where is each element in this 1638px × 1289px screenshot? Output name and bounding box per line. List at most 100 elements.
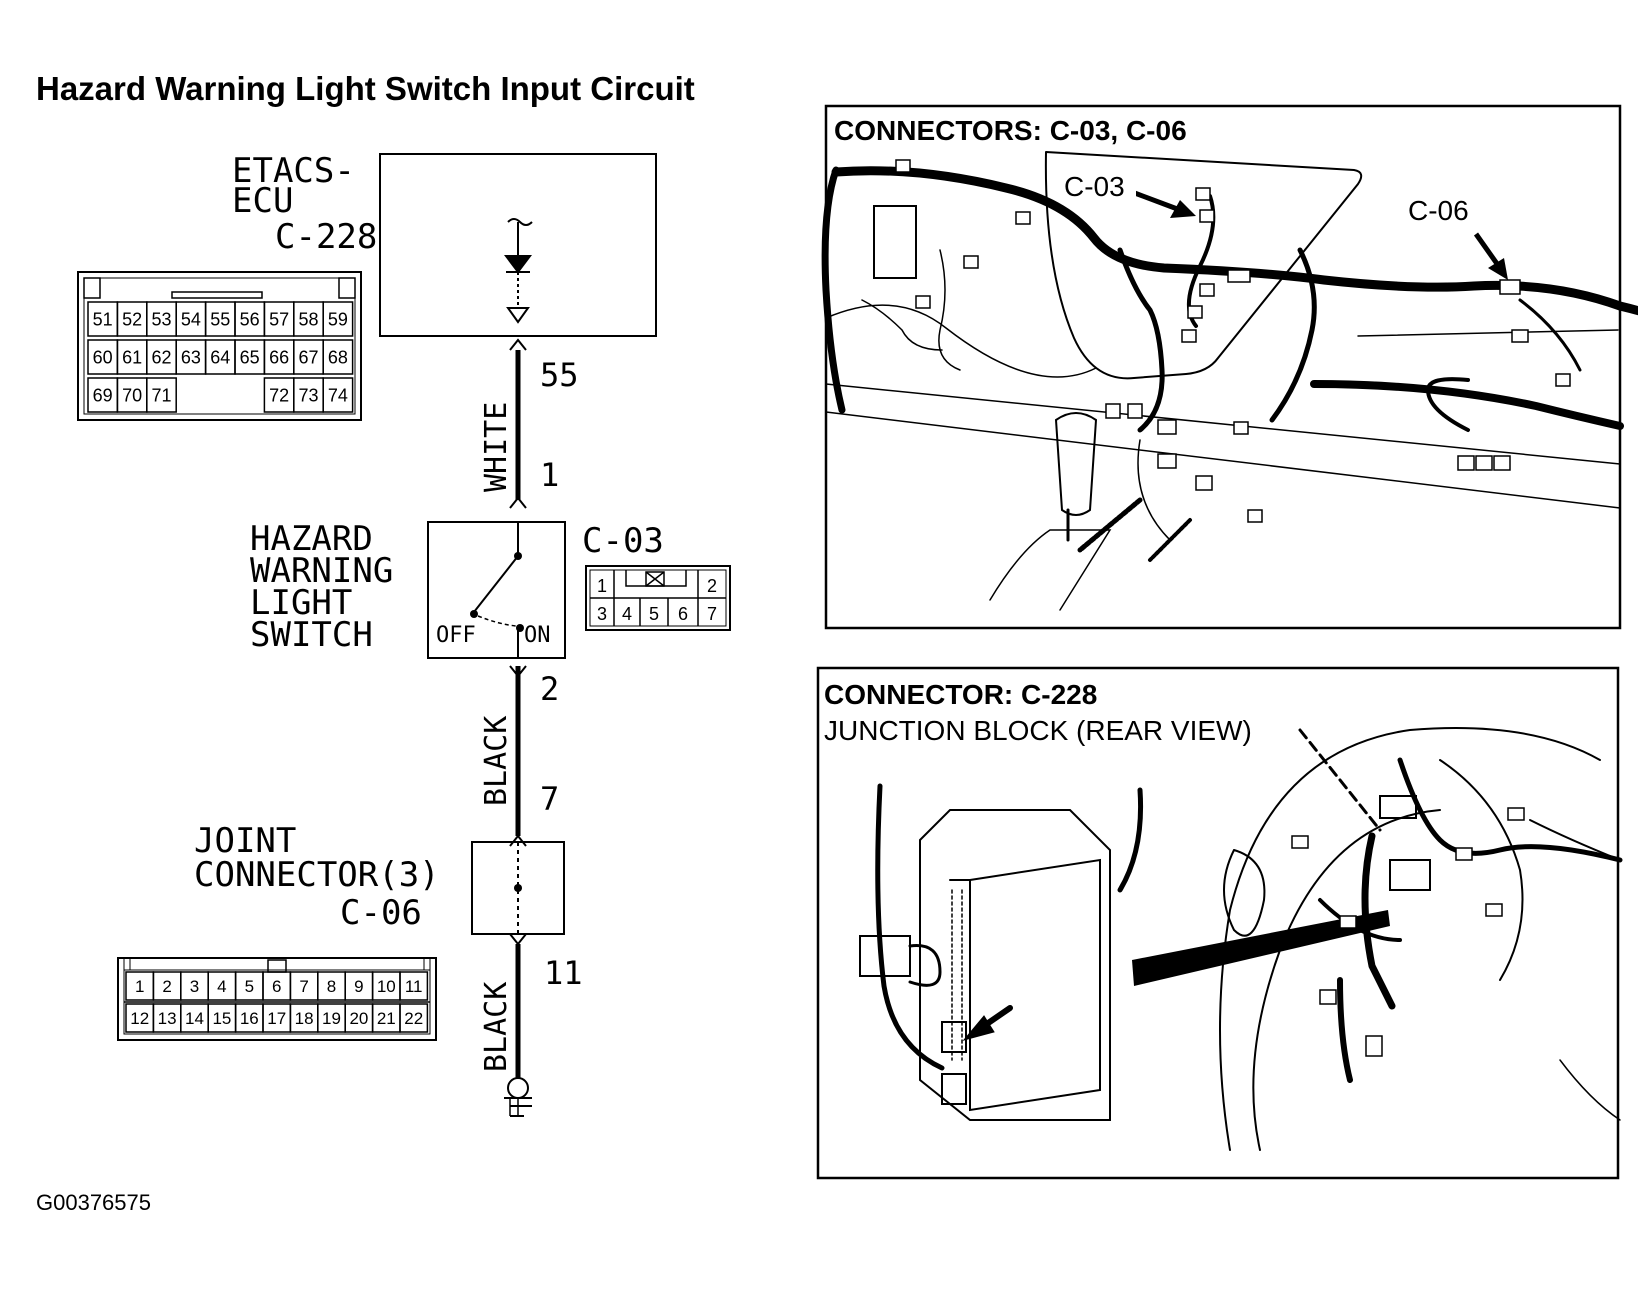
connectors-location-panel: CONNECTORS: C-03, C-06 C-03 C-06 <box>821 104 1638 630</box>
pin-number: 3 <box>597 604 607 624</box>
ecu-name-line1: ETACS- <box>232 151 355 191</box>
pin-number: 12 <box>130 1009 149 1028</box>
ecu-box <box>379 153 657 337</box>
pin-cell <box>322 377 354 413</box>
wire3-top-pin: 11 <box>544 954 583 992</box>
pin-number: 63 <box>181 347 201 367</box>
wire-white: 55 1 WHITE <box>479 338 579 509</box>
pin-number: 20 <box>349 1009 368 1028</box>
switch-name-line1: HAZARD <box>250 519 373 559</box>
pin-number: 14 <box>185 1009 204 1028</box>
pin-number: 54 <box>181 309 201 329</box>
pin-number: 2 <box>707 576 717 596</box>
pin-cell <box>146 377 177 413</box>
ecu-connector-face: 51 52 53 54 55 56 57 58 59 60 61 62 63 64 65 66 67 68 69 70… <box>77 271 362 421</box>
pin-number: 74 <box>328 385 348 405</box>
switch-connector-face <box>585 565 731 631</box>
pin-number: 65 <box>240 347 260 367</box>
pin-number: 55 <box>210 309 230 329</box>
pin-number: 19 <box>322 1009 341 1028</box>
pin-number: 15 <box>212 1009 231 1028</box>
pin-number: 51 <box>93 309 113 329</box>
pin-number: 62 <box>151 347 171 367</box>
pin-number: 61 <box>122 347 142 367</box>
pin-number: 57 <box>269 309 289 329</box>
connectors-panel-heading: CONNECTORS: C-03, C-06 <box>834 115 1187 146</box>
pin-number: 22 <box>404 1009 423 1028</box>
pin-number: 8 <box>327 977 336 996</box>
pin-number: 68 <box>328 347 348 367</box>
junction-block-panel: CONNECTOR: C-228 JUNCTION BLOCK (REAR VI… <box>816 666 1623 1180</box>
ecu-connector-label: C-228 <box>275 217 377 257</box>
pin-number: 59 <box>328 309 348 329</box>
pin-number: 6 <box>678 604 688 624</box>
callout-label-c03: C-03 <box>1064 171 1125 202</box>
ground-symbol <box>504 1077 532 1117</box>
pin-cell <box>322 339 354 375</box>
pin-number: 7 <box>707 604 717 624</box>
pin-number: 2 <box>162 977 171 996</box>
pin-number: 6 <box>272 977 281 996</box>
pin-number: 56 <box>240 309 260 329</box>
pin-number: 17 <box>267 1009 286 1028</box>
etacs-ecu: ETACS- ECU C-228 51 52 53 54 55 56 57 58 59 60 61 6… <box>77 151 657 421</box>
joint-connector-label: C-06 <box>340 893 422 933</box>
pin-number: 1 <box>135 977 144 996</box>
joint-name-line1: JOINT <box>194 821 296 861</box>
hazard-switch: HAZARD WARNING LIGHT SWITCH OFF ON C-03 <box>250 519 731 659</box>
pin-number: 60 <box>93 347 113 367</box>
pin-number: 4 <box>217 977 226 996</box>
pin-number: 1 <box>597 576 607 596</box>
pin-number: 67 <box>298 347 318 367</box>
switch-box <box>427 521 566 659</box>
wire3-color-label: BLACK <box>479 982 514 1072</box>
wire-black-upper: 2 7 BLACK <box>479 665 559 847</box>
pin-number: 72 <box>269 385 289 405</box>
pin-number: 5 <box>649 604 659 624</box>
pin-number: 58 <box>298 309 318 329</box>
switch-name-line4: SWITCH <box>250 615 373 655</box>
pin-number: 70 <box>122 385 142 405</box>
pin-number: 64 <box>210 347 230 367</box>
pin-number: 9 <box>354 977 363 996</box>
pin-number: 13 <box>158 1009 177 1028</box>
wire-black-lower: 11 BLACK <box>479 933 583 1078</box>
wire2-bottom-pin: 7 <box>540 780 559 818</box>
pin-number: 18 <box>295 1009 314 1028</box>
ecu-name-line2: ECU <box>232 181 293 221</box>
pin-cell <box>399 1003 429 1033</box>
switch-off-label: OFF <box>436 623 476 648</box>
pin-number: 16 <box>240 1009 259 1028</box>
pin-number: 52 <box>122 309 142 329</box>
callout-arrow-c06 <box>1473 232 1508 280</box>
pin-number: 53 <box>151 309 171 329</box>
pin-number: 11 <box>405 977 423 996</box>
diagram-id: G00376575 <box>36 1190 151 1215</box>
diagram-title: Hazard Warning Light Switch Input Circui… <box>36 70 695 107</box>
pin-number: 21 <box>377 1009 396 1028</box>
callout-arrow-c03 <box>1131 189 1196 218</box>
pin-number: 69 <box>93 385 113 405</box>
pin-number: 10 <box>377 977 396 996</box>
pin-number: 3 <box>190 977 199 996</box>
pin-number: 73 <box>298 385 318 405</box>
junction-panel-heading: CONNECTOR: C-228 <box>824 679 1097 710</box>
junction-panel-subheading: JUNCTION BLOCK (REAR VIEW) <box>824 715 1252 746</box>
wire2-top-pin: 2 <box>540 670 559 708</box>
pin-number: 66 <box>269 347 289 367</box>
switch-on-label: ON <box>524 623 551 648</box>
wire1-bottom-pin: 1 <box>540 456 559 494</box>
pin-number: 5 <box>245 977 254 996</box>
switch-name-line3: LIGHT <box>250 583 352 623</box>
callout-label-c06: C-06 <box>1408 195 1469 226</box>
pin-number: 4 <box>622 604 632 624</box>
switch-name-line2: WARNING <box>250 551 393 591</box>
pin-cell <box>399 971 429 1001</box>
wire1-color-label: WHITE <box>479 402 514 492</box>
wire2-color-label: BLACK <box>479 716 514 806</box>
ecu-diode-symbol <box>504 218 533 324</box>
pin-cell <box>322 301 354 337</box>
joint-connector-face <box>117 957 437 1041</box>
